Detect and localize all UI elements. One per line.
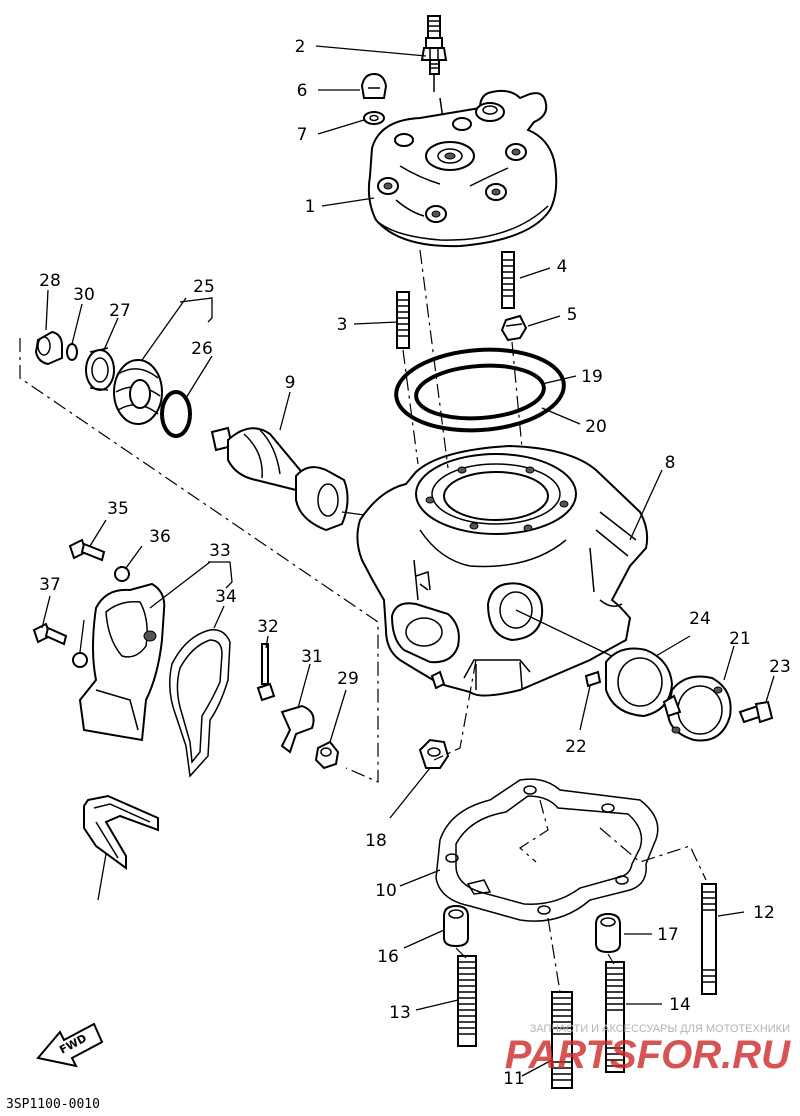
stud-13 — [457, 955, 477, 1047]
callout-24: 26 — [191, 339, 213, 359]
stud-12 — [701, 883, 717, 995]
callout-6: 6 — [297, 81, 308, 101]
clip-29 — [280, 704, 315, 754]
dowel-20 — [584, 670, 602, 688]
bolt-21 — [738, 700, 774, 724]
callout-16: 18 — [365, 831, 387, 851]
callout-labels: 2 6 7 1 3 4 5 19 20 8 9 28 30 27 25 26 3… — [39, 37, 791, 1089]
stud-3 — [396, 291, 410, 349]
callout-15-left: 16 — [377, 947, 399, 967]
callout-26: 28 — [39, 271, 61, 291]
callout-23: 25 — [193, 277, 215, 297]
stud-14 — [605, 961, 625, 1073]
callout-29: 31 — [301, 647, 323, 667]
water-pump-housing-31 — [78, 582, 166, 742]
callout-10: 10 — [375, 881, 397, 901]
bolt-33 — [68, 538, 106, 562]
cylinder-head — [367, 89, 558, 248]
watermark-brand: PARTSFOR.RU — [505, 1033, 791, 1077]
valve-pulley-23 — [113, 359, 163, 425]
callout-15-right: 17 — [657, 925, 679, 945]
dowel-15-right — [595, 912, 621, 954]
bolt-30 — [256, 643, 276, 702]
callout-22: 24 — [689, 609, 711, 629]
o-ring-24 — [160, 390, 192, 438]
fwd-arrow-icon: FWD — [36, 1022, 104, 1068]
callout-35: 37 — [39, 575, 61, 595]
bracket-37 — [83, 794, 159, 870]
callout-28: 30 — [73, 285, 95, 305]
callout-13: 13 — [389, 1003, 411, 1023]
callout-34: 36 — [149, 527, 171, 547]
callout-11: 11 — [503, 1069, 525, 1089]
callout-5: 5 — [567, 305, 578, 325]
head-gasket-rings — [394, 347, 566, 433]
nut-5 — [500, 314, 528, 342]
callout-14: 14 — [669, 995, 691, 1015]
callout-18: 20 — [585, 417, 607, 437]
cover-19 — [662, 675, 732, 742]
callout-7: 7 — [297, 125, 308, 145]
callout-31: 33 — [209, 541, 231, 561]
leader-lines — [41, 45, 775, 1077]
callout-9: 9 — [285, 373, 296, 393]
bolt-35 — [32, 622, 68, 646]
callout-21: 23 — [769, 657, 791, 677]
washer-7 — [363, 111, 385, 125]
callout-17: 19 — [581, 367, 603, 387]
callout-32: 34 — [215, 587, 237, 607]
callout-25: 27 — [109, 301, 131, 321]
dowel-15-left — [443, 904, 469, 948]
cap-nut — [360, 72, 388, 99]
callout-2: 2 — [295, 37, 306, 57]
stud-4 — [501, 251, 515, 309]
washer-36 — [72, 652, 88, 668]
bush-26 — [34, 330, 63, 366]
callout-4: 4 — [557, 257, 568, 277]
callout-12: 12 — [753, 903, 775, 923]
callout-19: 21 — [729, 629, 751, 649]
diagram-code: 3SP1100-0010 — [6, 1097, 100, 1112]
callout-8: 8 — [665, 453, 676, 473]
part-27 — [314, 740, 340, 770]
o-ring-28 — [66, 343, 78, 361]
assembly-centerlines — [19, 249, 707, 993]
callout-33: 35 — [107, 499, 129, 519]
callout-27: 29 — [337, 669, 359, 689]
washer-34 — [114, 566, 130, 582]
callout-30: 32 — [257, 617, 279, 637]
bearing-25 — [85, 347, 115, 391]
part-16 — [418, 738, 450, 769]
watermark: ЗАПЧАСТИ И АКСЕССУАРЫ ДЛЯ МОТОТЕХНИКИ PA… — [505, 1023, 791, 1077]
watermark-caption: ЗАПЧАСТИ И АКСЕССУАРЫ ДЛЯ МОТОТЕХНИКИ — [530, 1023, 790, 1035]
cylinder-8 — [356, 444, 649, 697]
stud-11 — [551, 991, 573, 1089]
base-gasket-10 — [435, 778, 659, 922]
callout-1: 1 — [305, 197, 316, 217]
gasket-32 — [169, 629, 231, 778]
callout-3: 3 — [337, 315, 348, 335]
exhaust-valve-shaft-9 — [210, 426, 373, 532]
gasket-22 — [605, 647, 674, 718]
callout-20: 22 — [565, 737, 587, 757]
